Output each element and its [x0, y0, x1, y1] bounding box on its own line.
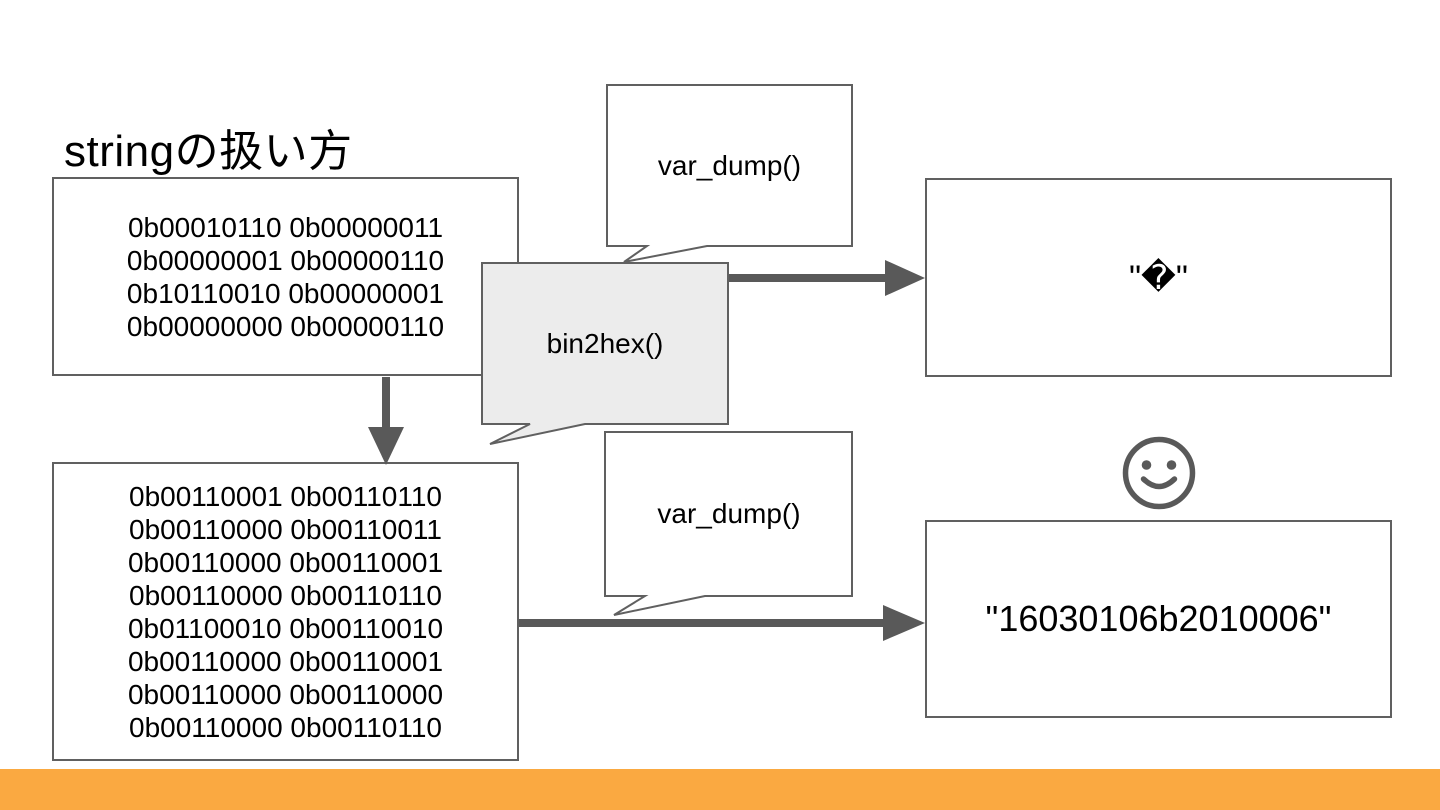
arrow-down-icon	[368, 377, 404, 465]
var-dump-bottom-callout	[604, 431, 853, 616]
binary-line: 0b00110000 0b00110001	[127, 546, 444, 578]
binary-hex-box: 0b00110001 0b00110110 0b00110000 0b00110…	[52, 462, 519, 761]
binary-line: 0b00110000 0b00110001	[127, 645, 444, 677]
binary-line: 0b00000000 0b00000110	[126, 310, 445, 342]
garbled-output-text: "�"	[1128, 258, 1188, 297]
binary-line: 0b00010110 0b00000011	[127, 211, 444, 243]
binary-line: 0b00110000 0b00110011	[129, 513, 442, 545]
binary-line: 0b00000001 0b00000110	[126, 244, 445, 276]
output-hex-box: "16030106b2010006"	[925, 520, 1392, 718]
bin2hex-callout	[481, 262, 729, 445]
binary-line: 0b00110000 0b00110000	[127, 678, 444, 710]
hex-output-text: "16030106b2010006"	[985, 598, 1332, 639]
slide-title: stringの扱い方	[64, 127, 353, 177]
binary-line: 0b00110000 0b00110110	[129, 711, 442, 743]
binary-line: 0b10110010 0b00000001	[126, 277, 445, 309]
arrow-right-top-icon	[727, 260, 925, 296]
var-dump-top-callout	[606, 84, 853, 263]
output-garbled-box: "�"	[925, 178, 1392, 377]
binary-line: 0b00110000 0b00110110	[129, 579, 442, 611]
smiley-icon	[1122, 436, 1196, 510]
binary-input-box: 0b00010110 0b00000011 0b00000001 0b00000…	[52, 177, 519, 376]
accent-bar	[0, 769, 1440, 810]
arrow-right-bottom-icon	[519, 605, 925, 641]
binary-line: 0b00110001 0b00110110	[129, 480, 442, 512]
binary-line: 0b01100010 0b00110010	[127, 612, 444, 644]
